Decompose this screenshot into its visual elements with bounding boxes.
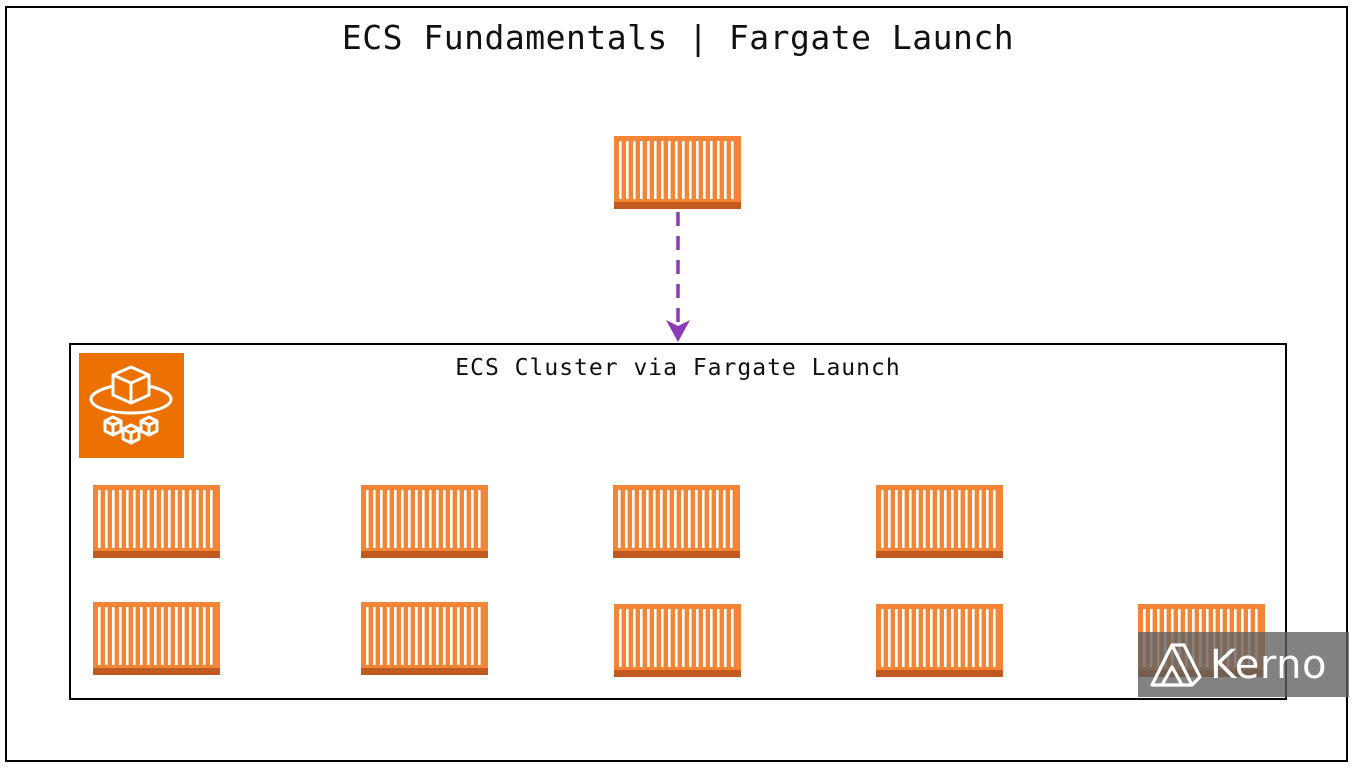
task-container-icon (614, 604, 741, 677)
kerno-watermark: Kerno (1138, 632, 1349, 697)
ecs-cluster-box (69, 343, 1287, 700)
task-container-icon (93, 602, 220, 675)
task-container-icon (93, 485, 220, 558)
ecs-fargate-icon (79, 353, 184, 458)
task-container-icon (876, 604, 1003, 677)
source-container-icon (614, 136, 741, 209)
diagram-title: ECS Fundamentals | Fargate Launch (341, 18, 1015, 57)
watermark-text: Kerno (1210, 641, 1327, 688)
task-container-icon (876, 485, 1003, 558)
task-container-icon (361, 485, 488, 558)
dashed-arrow-down-icon (666, 212, 690, 342)
task-container-icon (613, 485, 740, 558)
cluster-label: ECS Cluster via Fargate Launch (455, 355, 901, 381)
kerno-logo-icon (1150, 642, 1202, 687)
task-container-icon (361, 602, 488, 675)
